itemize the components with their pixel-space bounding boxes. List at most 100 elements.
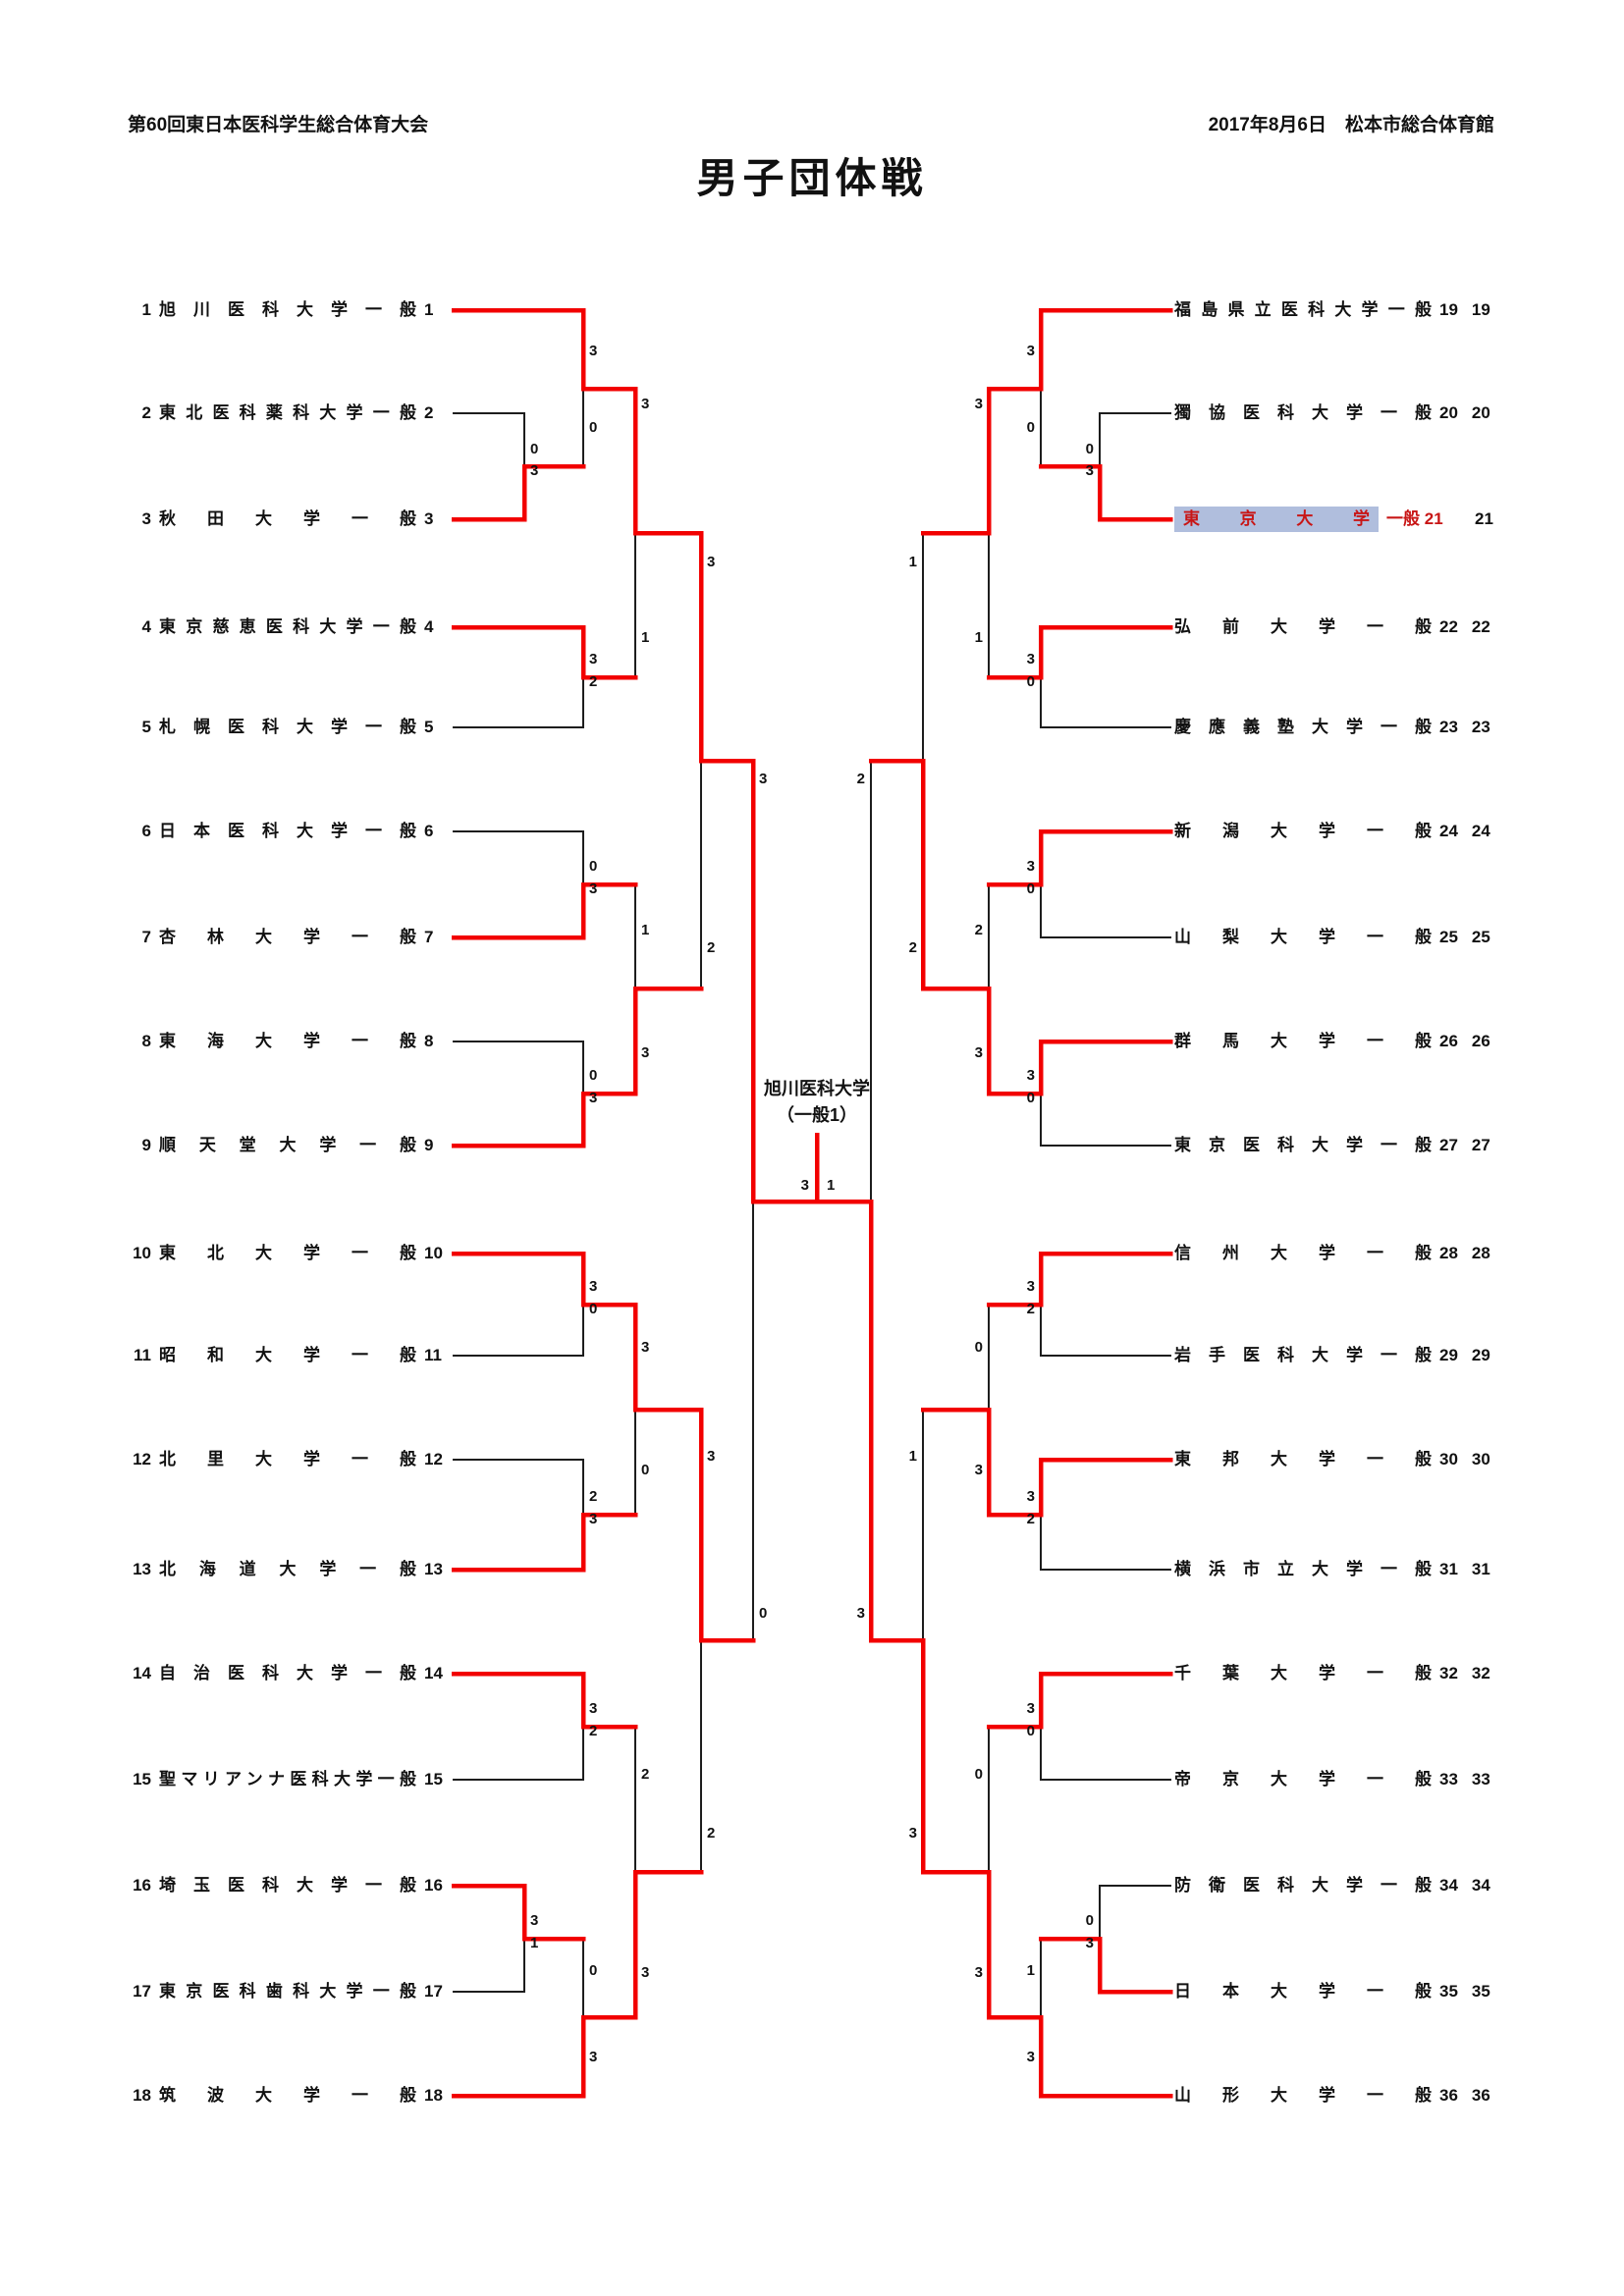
division-text: 一般 [372,617,417,636]
team-name: 福島県立医科大学一般 [1174,297,1432,323]
draw-number: 5 [141,718,151,736]
match-score: 3 [589,1278,598,1295]
team-name-text: 東京大学 [1183,509,1370,528]
entry-number: 34 [1439,1876,1458,1895]
draw-number: 13 [133,1560,151,1578]
team-name: 埼玉医科大学一般 [159,1873,416,1898]
match-score: 0 [1085,441,1094,457]
match-score: 2 [589,1488,598,1505]
team-name: 岩手医科大学一般 [1174,1343,1432,1368]
team-name-highlight: 東京大学 [1174,507,1379,532]
entry-number: 33 [1439,1770,1458,1789]
match-score: 1 [974,629,983,646]
team-name: 聖マリアンナ医科大学一般 [159,1767,416,1792]
draw-number: 14 [133,1664,151,1682]
match-score: 3 [589,881,598,897]
match-score: 3 [530,1912,539,1929]
entry-number: 13 [424,1560,443,1578]
division-text: 一般 [352,1346,416,1364]
team-name-text: 埼玉医科大学 [159,1876,365,1895]
team-name-text: 秋田大学 [159,509,352,528]
match-score: 0 [1026,673,1035,690]
draw-number: 7 [141,928,151,946]
division-text: 一般 [1367,822,1432,840]
match-score: 0 [974,1339,983,1356]
team-name: 山形大学一般 [1174,2083,1432,2109]
entry-number: 14 [424,1664,443,1682]
entry-number: 18 [424,2086,443,2105]
draw-number: 35 [1471,1982,1490,2001]
entry-number: 25 [1439,928,1458,946]
team-name: 東京慈恵医科大学一般 [159,614,416,640]
division-text: 一般 [1380,1346,1432,1364]
team-name: 秋田大学一般 [159,507,416,532]
team-name: 信州大学一般 [1174,1241,1432,1266]
team-name-text: 東北大学 [159,1244,352,1262]
division-text: 一般 [1380,403,1432,422]
draw-number: 16 [133,1876,151,1895]
entry-number: 5 [424,718,434,736]
entry-number-text: 21 [1424,509,1443,528]
division-text: 一般 [1367,1664,1432,1682]
match-score: 3 [641,396,650,412]
match-score: 3 [1026,651,1035,667]
match-score: 3 [908,1825,917,1842]
entry-number: 11 [424,1346,442,1364]
match-score: 1 [641,629,650,646]
entry-number: 23 [1439,718,1458,736]
team-name: 北海道大学一般 [159,1557,416,1582]
draw-number: 2 [141,403,151,422]
team-name: 獨協医科大学一般 [1174,400,1432,426]
match-score: 3 [1026,343,1035,359]
team-name: 慶應義塾大学一般 [1174,715,1432,740]
division-text: 一般 [1367,1770,1432,1789]
division-text: 一般 [1380,718,1432,736]
team-name-text: 山梨大学 [1174,928,1367,946]
draw-number: 20 [1471,403,1490,422]
entry-number: 12 [424,1450,443,1468]
match-score: 3 [1085,1935,1094,1951]
entry-number: 17 [424,1982,443,2001]
match-score: 3 [1085,462,1094,479]
draw-number: 18 [133,2086,151,2105]
team-name: 横浜市立大学一般 [1174,1557,1432,1582]
entry-number: 3 [424,509,434,528]
match-score: 3 [1026,1067,1035,1084]
team-name-text: 防衛医科大学 [1174,1876,1380,1895]
match-score: 3 [589,651,598,667]
team-name-text: 杏林大学 [159,928,352,946]
draw-number: 3 [141,509,151,528]
entry-number: 35 [1439,1982,1458,2001]
division-text: 一般 [1367,617,1432,636]
team-label-3: 3 秋田大学一般 3 [124,507,436,532]
team-name-text: 弘前大学 [1174,617,1367,636]
match-score: 3 [589,1511,598,1527]
division-text: 一般 [1380,1136,1432,1154]
match-score: 1 [827,1177,836,1194]
entry-number: 22 [1439,617,1458,636]
match-score: 0 [530,441,539,457]
match-score: 3 [974,396,983,412]
team-name-text: 東海大学 [159,1032,352,1050]
entry-number: 9 [424,1136,434,1154]
match-score: 3 [974,1964,983,1981]
division-text: 一般 [1367,928,1432,946]
match-score: 3 [974,1462,983,1478]
entry-number: 4 [424,617,434,636]
team-name-text: 札幌医科大学 [159,718,365,736]
